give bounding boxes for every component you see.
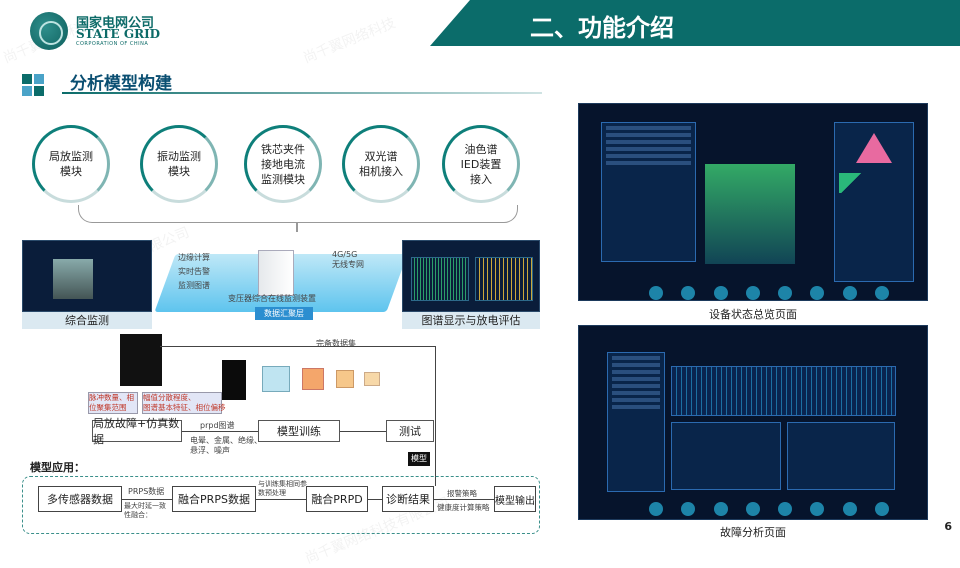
pd-samples xyxy=(120,334,162,386)
overview-caption: 设备状态总览页面 xyxy=(709,308,797,321)
fault-menu xyxy=(607,352,665,492)
step-diagnosis: 诊断结果 xyxy=(382,486,434,512)
arrow-to-train xyxy=(182,431,258,432)
step-prpd: 融合PRPD xyxy=(306,486,368,512)
module-pd: 局放监测 模块 xyxy=(32,125,110,203)
overview-dock xyxy=(649,286,889,300)
prpd-label: prpd图谱 xyxy=(200,421,235,430)
org-sub: CORPORATION OF CHINA xyxy=(76,41,149,47)
fault-bar-chart xyxy=(671,422,781,490)
overview-left-panel xyxy=(601,122,696,262)
feedback-line-v xyxy=(435,346,436,486)
section-title: 分析模型构建 xyxy=(70,74,172,94)
monitor-cabinet xyxy=(258,250,294,296)
feature-alarm: 实时告警 xyxy=(178,267,210,276)
fault-radar-chart xyxy=(787,422,895,490)
fault-waveform xyxy=(671,366,896,416)
arrow-to-test xyxy=(340,431,386,432)
sync-label: 与训练集相同参 数预处理 xyxy=(258,480,307,497)
header-band xyxy=(430,0,960,46)
screenshot-fault-analysis xyxy=(578,325,928,520)
overview-right-panel xyxy=(834,122,914,282)
alarm-label: 报警策略 xyxy=(447,489,477,498)
left-caption: 综合监测 xyxy=(22,312,152,329)
layer-badge: 数据汇聚层 xyxy=(255,307,313,320)
network-label: 4G/5G 无线专网 xyxy=(332,250,364,269)
application-title: 模型应用： xyxy=(30,461,85,474)
application-frame xyxy=(22,476,540,534)
module-brace xyxy=(78,205,518,223)
section-icon xyxy=(22,74,44,96)
fault-caption: 故障分析页面 xyxy=(720,526,786,539)
device-label: 变压器综合在线监测装置 xyxy=(228,294,316,303)
monitor-screenshot-right xyxy=(402,240,540,312)
watermark: 尚千翼网络科技 xyxy=(300,15,398,67)
spectrum-chart xyxy=(475,257,533,301)
flow-arrow xyxy=(368,499,382,500)
monitor-screenshot-left xyxy=(22,240,152,312)
section-underline xyxy=(62,92,542,94)
fault-dock xyxy=(649,502,889,516)
feature-edge: 边缘计算 xyxy=(178,253,210,262)
consistency-label: 最大时延一致 性融合： xyxy=(124,502,166,519)
input-data-box: 局放故障+仿真数据 xyxy=(92,417,182,446)
org-name-en: STATE GRID xyxy=(76,27,161,41)
flow-arrow xyxy=(434,499,494,500)
prps-label: PRPS数据 xyxy=(128,487,165,496)
cnn-diagram xyxy=(222,360,392,400)
state-grid-logo xyxy=(30,12,68,50)
feature-spectrum: 监测图谱 xyxy=(178,281,210,290)
step-prps: 融合PRPS数据 xyxy=(172,486,256,512)
page-number: 6 xyxy=(944,520,952,533)
step-output: 模型输出 xyxy=(494,486,536,512)
module-oil-ied: 油色谱 IED装置 接入 xyxy=(442,125,520,203)
screenshot-overview xyxy=(578,103,928,301)
pulse-label: 脉冲数量、相 位聚集范围 xyxy=(88,392,138,414)
flow-arrow xyxy=(122,499,172,500)
right-caption: 图谱显示与放电评估 xyxy=(402,312,540,329)
health-label: 健康度计算策略 xyxy=(437,503,490,512)
step-sensor-data: 多传感器数据 xyxy=(38,486,122,512)
spectrum-chart xyxy=(411,257,469,301)
module-brace-tip xyxy=(296,222,298,232)
model-tag: 模型 xyxy=(408,452,430,466)
module-dual-camera: 双光谱 相机接入 xyxy=(342,125,420,203)
train-box: 模型训练 xyxy=(258,420,340,442)
full-dataset-label: 完备数据集 xyxy=(316,339,356,348)
noise-label: 电晕、金属、绝缘、 悬浮、噪声 xyxy=(190,436,262,455)
org-name-cn: 国家电网公司 xyxy=(76,16,155,31)
transformer-3d xyxy=(705,164,795,264)
transformer-image xyxy=(53,259,93,299)
flow-arrow xyxy=(256,499,306,500)
page-title: 二、功能介绍 xyxy=(530,14,674,42)
module-core-current: 铁芯夹件 接地电流 监测模块 xyxy=(244,125,322,203)
module-vibration: 振动监测 模块 xyxy=(140,125,218,203)
amplitude-label: 幅值分散程度、 图谱基本特征、相位偏移 xyxy=(142,392,226,414)
feedback-line xyxy=(160,346,436,347)
test-box: 测试 xyxy=(386,420,434,442)
